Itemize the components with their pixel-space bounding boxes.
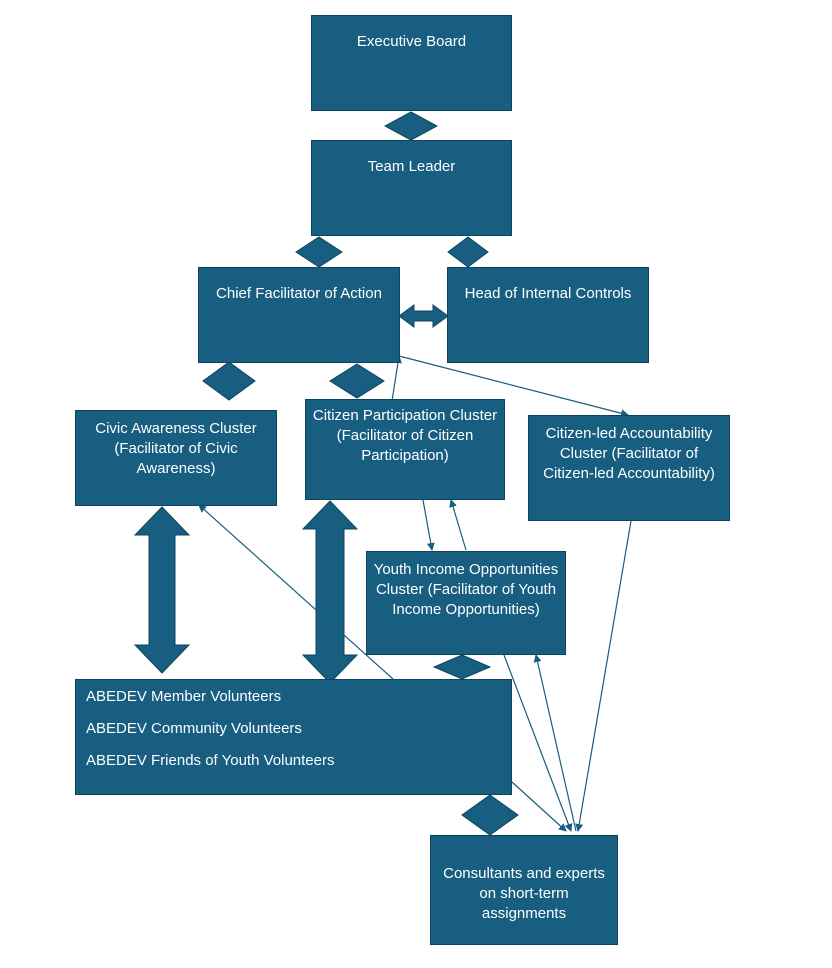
arrow-volunteers-to-civic	[198, 504, 394, 680]
youth-income-label: Youth Income Opportunities Cluster (Faci…	[373, 561, 559, 618]
chief-facilitator-box: Chief Facilitator of Action	[198, 267, 400, 363]
diamond-leader-chief	[295, 236, 343, 268]
diamond-chief-civic	[202, 361, 256, 401]
member-volunteers-label: ABEDEV Member Volunteers	[86, 688, 282, 705]
friends-of-youth-volunteers-label: ABEDEV Friends of Youth Volunteers	[86, 752, 335, 769]
youth-income-box: Youth Income Opportunities Cluster (Faci…	[366, 551, 566, 655]
executive-board-label: Executive Board	[356, 33, 467, 50]
team-leader-box: Team Leader	[311, 140, 512, 236]
consultants-box: Consultants and experts on short-term as…	[430, 835, 618, 945]
arrow-participation-to-chief	[391, 355, 402, 402]
arrow-accountability-to-consultants	[575, 520, 632, 832]
citizen-participation-label: Citizen Participation Cluster (Facilitat…	[312, 407, 498, 464]
head-internal-controls-label: Head of Internal Controls	[464, 285, 632, 302]
arrow-participation-to-youth	[422, 499, 435, 551]
civic-awareness-box: Civic Awareness Cluster (Facilitator of …	[75, 410, 277, 506]
diamond-volunteers-consultants	[461, 794, 519, 836]
team-leader-label: Team Leader	[367, 158, 456, 175]
double-arrow-civic-volunteers	[133, 506, 191, 674]
community-volunteers-label: ABEDEV Community Volunteers	[86, 720, 302, 737]
diamond-youth-volunteers	[432, 654, 492, 680]
double-arrow-chief-head	[398, 304, 449, 328]
citizen-accountability-label: Citizen-led Accountability Cluster (Faci…	[543, 425, 715, 482]
arrow-volunteers-to-consultants	[511, 781, 567, 832]
chief-facilitator-label: Chief Facilitator of Action	[216, 285, 382, 302]
double-arrow-participation-volunteers	[301, 500, 359, 684]
diamond-chief-participation	[329, 363, 385, 399]
civic-awareness-label: Civic Awareness Cluster (Facilitator of …	[95, 420, 257, 477]
arrow-consultants-to-youth	[533, 654, 577, 832]
diamond-leader-head	[447, 236, 489, 268]
citizen-participation-box: Citizen Participation Cluster (Facilitat…	[305, 399, 505, 500]
volunteers-box: ABEDEV Member Volunteers ABEDEV Communit…	[75, 679, 512, 795]
arrow-head-to-accountability	[391, 350, 629, 418]
citizen-accountability-box: Citizen-led Accountability Cluster (Faci…	[528, 415, 730, 521]
executive-board-box: Executive Board	[311, 15, 512, 111]
head-internal-controls-box: Head of Internal Controls	[447, 267, 649, 363]
arrow-youth-to-participation	[449, 499, 467, 551]
consultants-label: Consultants and experts on short-term as…	[443, 865, 605, 922]
arrow-youth-to-consultants	[503, 654, 573, 832]
diamond-board-leader	[383, 111, 439, 141]
